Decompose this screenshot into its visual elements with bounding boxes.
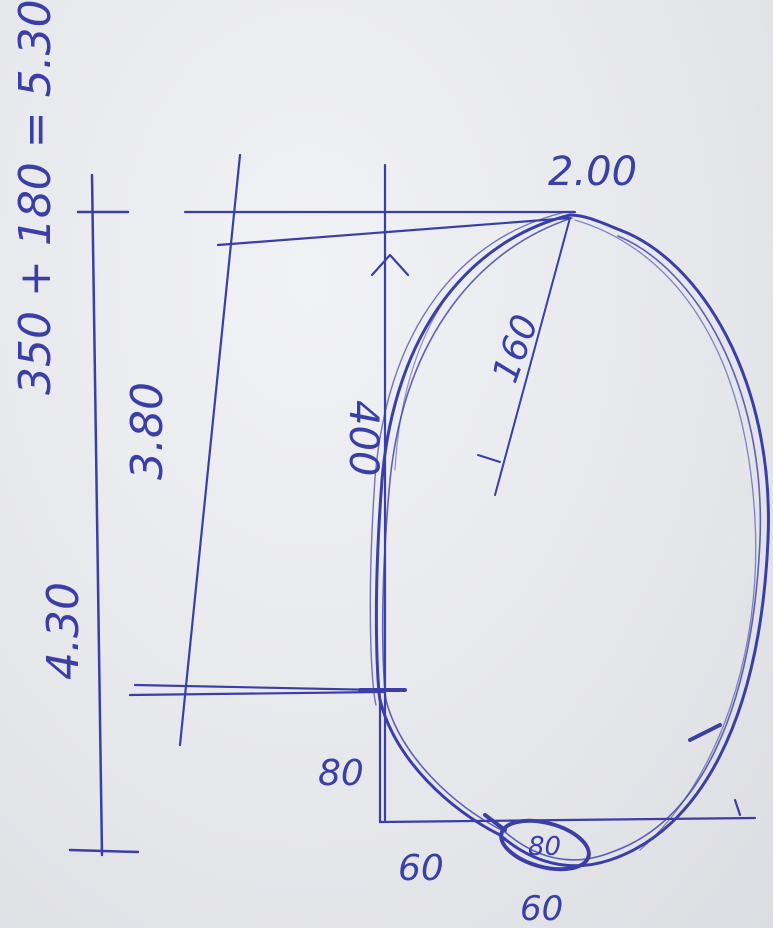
radius-line [477,217,571,496]
upper-dimension-line [128,153,577,747]
overall-dimension-line [68,173,140,857]
left-offset-label: 80 [318,753,364,794]
bottom-right-label: 60 [520,889,563,928]
overall-height-label: 4.30 [38,582,89,680]
peak-label: 2.00 [548,149,637,195]
inner-dimension-arrow [370,163,410,822]
bottom-loop [499,818,591,872]
inner-height-label: 400 [340,400,386,476]
bottom-loop-label: 80 [528,832,561,862]
bottom-left-label: 60 [398,848,444,889]
base-line [378,698,757,824]
inner-radius-label: 160 [485,309,547,388]
top-equation-label: 350 + 180 = 5.30 [10,0,61,395]
upper-height-label: 3.80 [122,382,173,480]
curve-ticks [358,688,722,832]
egg-outline [369,211,770,868]
